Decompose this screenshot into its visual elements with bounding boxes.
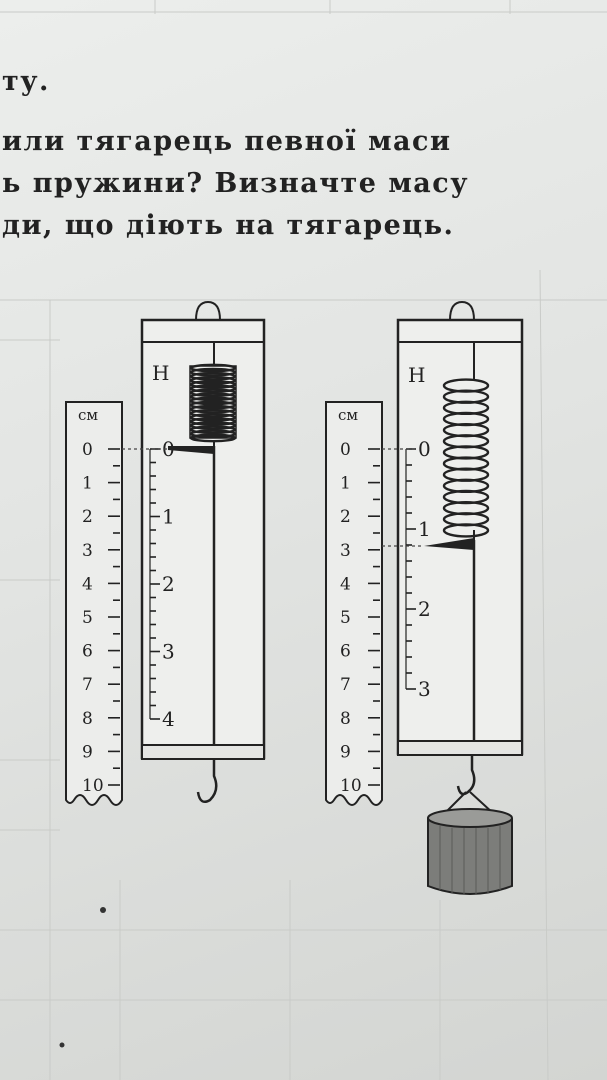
right-cm-label: 1: [340, 474, 351, 494]
right-cm-label: 8: [340, 709, 351, 729]
left-cm-ruler: см 0 1 2 3 4 5 6 7 8 9 10: [65, 401, 123, 806]
left-cm-label: 9: [82, 742, 93, 762]
text-line-3: ь пружини? Визначте масу: [2, 168, 470, 199]
left-pointer: [168, 446, 214, 454]
left-cm-label: 0: [82, 440, 93, 460]
right-newton-label: 0: [418, 437, 431, 461]
left-newton-label: 2: [162, 572, 175, 596]
right-cm-ruler: см 0 1 2 3 4 5 6 7 8 9 10: [325, 401, 383, 806]
left-cm-label: 4: [82, 574, 93, 594]
left-hook: [196, 759, 218, 803]
left-cm-label: 1: [82, 474, 93, 494]
right-cm-label: 4: [340, 574, 351, 594]
left-cm-label: 7: [82, 675, 93, 695]
left-cm-label: 10: [82, 776, 104, 796]
right-newton-unit: Н: [408, 363, 425, 387]
right-newton-label: 2: [418, 597, 431, 621]
right-cm-label: 9: [340, 742, 351, 762]
left-cm-label: 2: [82, 507, 93, 527]
left-newton-unit: Н: [152, 361, 169, 385]
text-line-4: ди, що діють на тягарець.: [2, 210, 455, 241]
left-spring-compressed: [189, 363, 237, 446]
right-pointer: [424, 538, 474, 550]
left-dynamometer: Н 0 1 2 3 4: [122, 300, 266, 803]
left-cm-label: 3: [82, 541, 93, 561]
left-newton-label: 3: [162, 640, 175, 664]
right-cm-label: 0: [340, 440, 351, 460]
text-line-1: ту.: [2, 66, 50, 97]
weight-cylinder: [427, 791, 513, 895]
right-hook: [456, 755, 476, 796]
right-cm-label: 3: [340, 541, 351, 561]
left-cm-label: 5: [82, 608, 93, 628]
right-newton-label: 3: [418, 677, 431, 701]
right-dynamometer: Н 0 1 2 3: [382, 300, 524, 895]
right-cm-label: 6: [340, 642, 351, 662]
left-cm-unit: см: [78, 406, 98, 424]
right-cm-label: 2: [340, 507, 351, 527]
left-newton-label: 0: [162, 437, 175, 461]
left-newton-label: 1: [162, 505, 175, 529]
right-cm-unit: см: [338, 406, 358, 424]
text-line-2: или тягарець певної маси: [2, 126, 452, 157]
left-cm-label: 6: [82, 642, 93, 662]
right-newton-label: 1: [418, 517, 431, 541]
right-cm-label: 7: [340, 675, 351, 695]
left-cm-label: 8: [82, 709, 93, 729]
left-newton-label: 4: [162, 707, 175, 731]
right-cm-label: 10: [340, 776, 362, 796]
right-spring-stretched: [442, 378, 490, 540]
right-cm-label: 5: [340, 608, 351, 628]
